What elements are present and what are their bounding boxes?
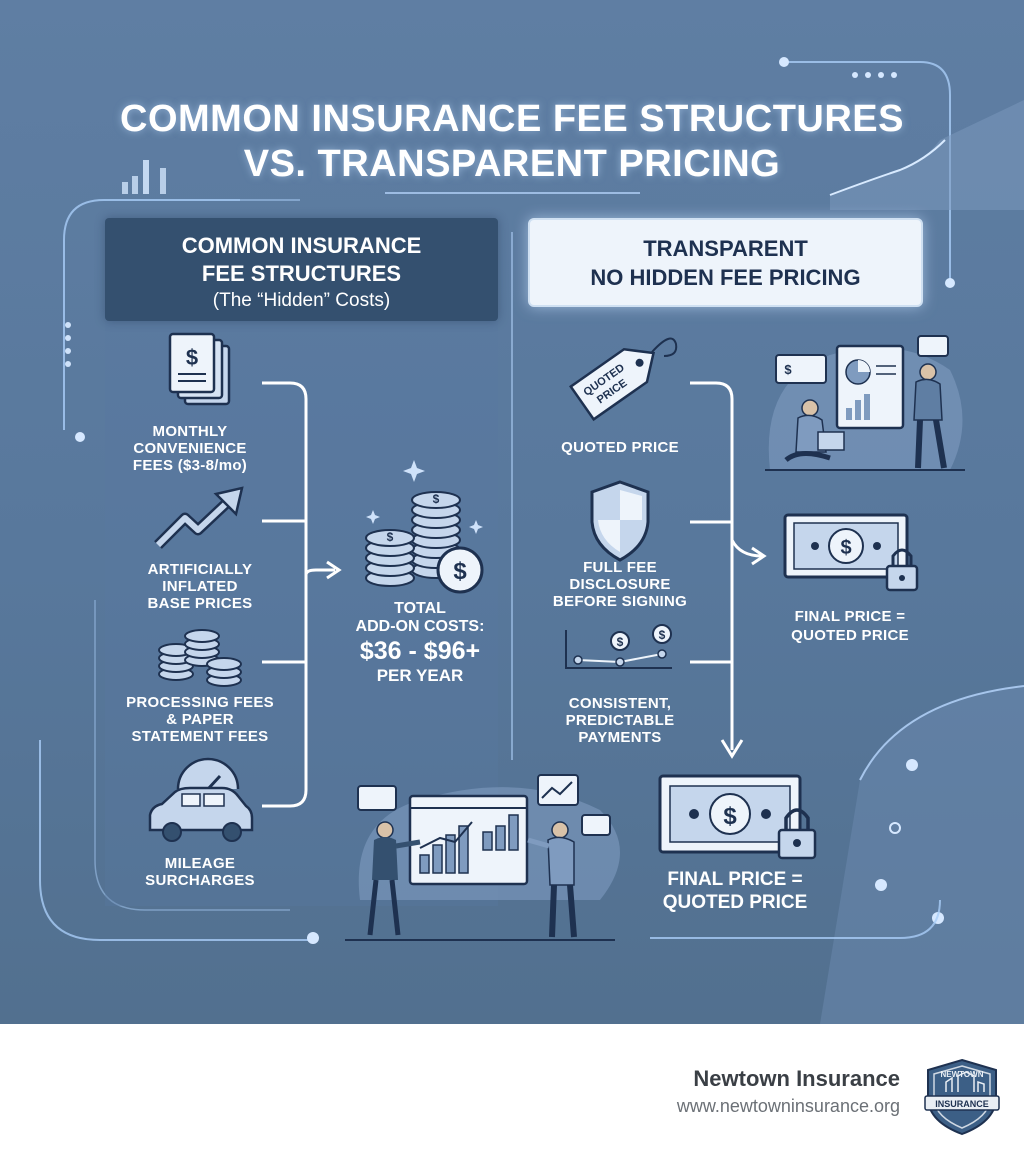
left-item-2-line-1: ARTIFICIALLY xyxy=(147,561,253,578)
final-price-large-line-2: QUOTED PRICE xyxy=(662,892,808,913)
footer: Newtown Insurance www.newtowninsurance.o… xyxy=(0,1024,1024,1154)
final-price-small-label: FINAL PRICE = QUOTED PRICE xyxy=(770,607,930,645)
right-item-2-line-3: BEFORE SIGNING xyxy=(552,593,688,610)
left-item-2-line-3: BASE PRICES xyxy=(147,595,253,612)
total-add-on-costs: TOTAL ADD-ON COSTS: $36 - $96+ PER YEAR xyxy=(340,600,500,686)
brand-name: Newtown Insurance xyxy=(693,1066,900,1091)
left-heading-subtitle: (The “Hidden” Costs) xyxy=(212,290,391,311)
right-item-2-line-1: FULL FEE xyxy=(583,559,657,576)
left-item-1-line-2: CONVENIENCE xyxy=(133,440,247,457)
left-heading-line-1: COMMON INSURANCE xyxy=(181,233,422,258)
total-line-4: PER YEAR xyxy=(376,666,464,685)
left-item-2-label: ARTIFICIALLY INFLATED BASE PRICES xyxy=(120,561,280,612)
left-heading-line-2: FEE STRUCTURES xyxy=(201,261,402,286)
left-item-4-label: MILEAGE SURCHARGES xyxy=(120,855,280,889)
right-item-3-label: CONSISTENT, PREDICTABLE PAYMENTS xyxy=(540,695,700,746)
left-item-3-line-3: STATEMENT FEES xyxy=(131,728,269,745)
total-amount: $36 - $96+ xyxy=(359,637,481,665)
right-heading-line-1: TRANSPARENT xyxy=(643,236,808,261)
left-item-1-label: MONTHLY CONVENIENCE FEES ($3-8/mo) xyxy=(120,423,260,474)
left-item-2-line-2: INFLATED xyxy=(162,578,238,595)
left-item-3-line-2: & PAPER xyxy=(166,711,234,728)
right-item-3-line-2: PREDICTABLE xyxy=(565,712,675,729)
logo-text: INSURANCE xyxy=(935,1099,989,1109)
right-heading-line-2: NO HIDDEN FEE PRICING xyxy=(590,265,861,290)
right-item-2-label: FULL FEE DISCLOSURE BEFORE SIGNING xyxy=(540,559,700,610)
left-item-1-line-3: FEES ($3-8/mo) xyxy=(132,457,248,474)
left-item-1-line-1: MONTHLY xyxy=(152,423,228,440)
right-item-1-line-1: QUOTED PRICE xyxy=(561,439,679,456)
final-price-small-line-1: FINAL PRICE = xyxy=(794,608,906,625)
brand-url[interactable]: www.newtowninsurance.org xyxy=(676,1096,900,1116)
total-line-1: TOTAL xyxy=(394,600,446,617)
main-title-line-2: VS. TRANSPARENT PRICING xyxy=(243,143,781,185)
newtown-insurance-logo: NEWTOWN INSURANCE xyxy=(924,1058,1000,1136)
main-title-line-1: COMMON INSURANCE FEE STRUCTURES xyxy=(120,98,904,140)
infographic-canvas: COMMON INSURANCE FEE STRUCTURES VS. TRAN… xyxy=(0,0,1024,1024)
left-item-3-label: PROCESSING FEES & PAPER STATEMENT FEES xyxy=(110,694,290,745)
left-item-3-line-1: PROCESSING FEES xyxy=(126,694,274,711)
right-item-3-line-3: PAYMENTS xyxy=(578,729,662,746)
total-line-2: ADD-ON COSTS: xyxy=(355,618,485,635)
right-item-1-label: QUOTED PRICE xyxy=(540,439,700,456)
final-price-large-label: FINAL PRICE = QUOTED PRICE xyxy=(630,868,840,914)
right-panel-heading: TRANSPARENT NO HIDDEN FEE PRICING xyxy=(528,218,923,307)
left-panel-heading: COMMON INSURANCE FEE STRUCTURES (The “Hi… xyxy=(105,218,498,321)
logo-top-text: NEWTOWN xyxy=(941,1070,984,1079)
right-item-3-line-1: CONSISTENT, xyxy=(568,695,672,712)
final-price-large-line-1: FINAL PRICE = xyxy=(667,869,803,890)
left-item-4-line-2: SURCHARGES xyxy=(145,872,255,889)
footer-brand: Newtown Insurance www.newtowninsurance.o… xyxy=(677,1066,900,1117)
left-item-4-line-1: MILEAGE xyxy=(164,855,236,872)
right-item-2-line-2: DISCLOSURE xyxy=(569,576,671,593)
final-price-small-line-2: QUOTED PRICE xyxy=(791,627,909,644)
